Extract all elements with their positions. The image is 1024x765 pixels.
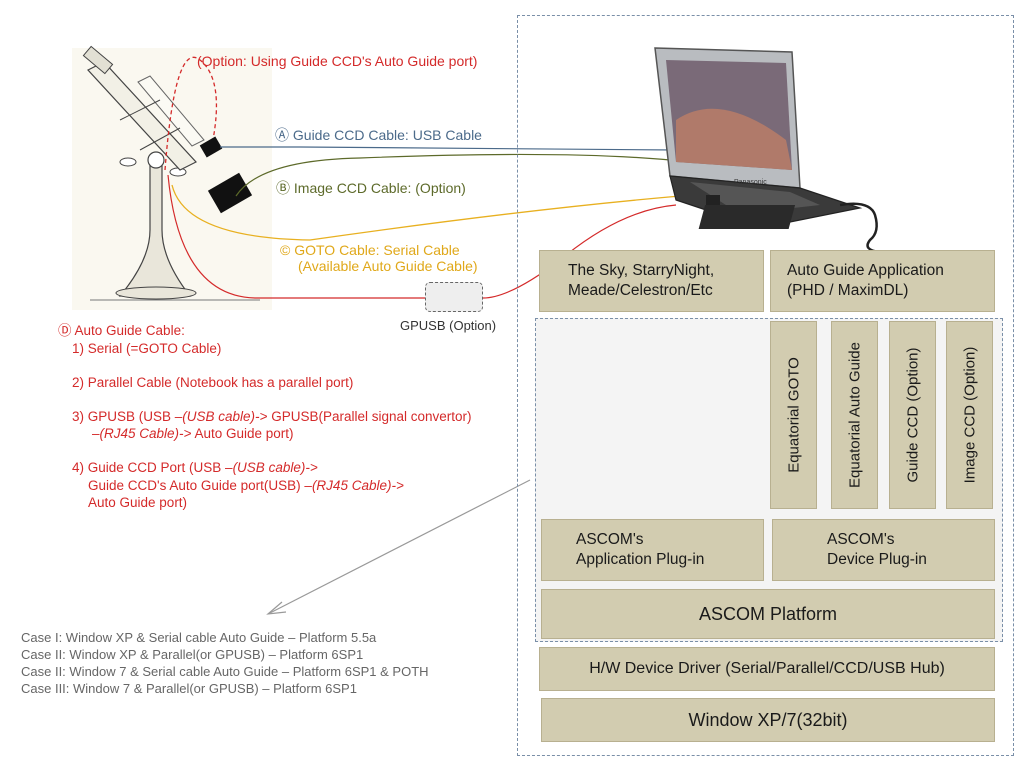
arrow-to-cases [267,479,531,615]
hw-driver-box: H/W Device Driver (Serial/Parallel/CCD/U… [539,647,995,691]
notes-item-3-cont: –(RJ45 Cable)-> Auto Guide port) [92,426,294,441]
cable-b-line [235,153,671,197]
cable-b-label: Ⓑ Image CCD Cable: (Option) [276,180,466,196]
case-line-1: Case I: Window XP & Serial cable Auto Gu… [21,630,377,645]
cable-c-label: © GOTO Cable: Serial Cable [280,242,460,258]
ascom-device-plugin-box: ASCOM's Device Plug-in [772,519,995,581]
autoguide-app-box: Auto Guide Application (PHD / MaximDL) [770,250,995,312]
option-guide-port-label: (Option: Using Guide CCD's Auto Guide po… [197,53,478,69]
planetarium-app-box: The Sky, StarryNight, Meade/Celestron/Et… [539,250,764,312]
option-loop-line [164,56,218,171]
case-line-2: Case II: Window XP & Parallel(or GPUSB) … [21,647,364,662]
notes-item-4-end: Auto Guide port) [88,495,188,510]
arrow-head [266,601,287,615]
driver-guide-ccd-box: Guide CCD (Option) [889,321,936,509]
gpusb-label: GPUSB (Option) [400,318,497,333]
case-line-4: Case III: Window 7 & Parallel(or GPUSB) … [21,681,357,696]
cable-c-line [171,184,681,241]
gpusb-device [425,282,483,312]
notes-title: Ⓓ Auto Guide Cable: [58,323,185,338]
case-line-3: Case II: Window 7 & Serial cable Auto Gu… [21,664,429,679]
ascom-platform-box: ASCOM Platform [541,589,995,639]
guide-ccd-camera [199,136,223,158]
laptop-illustration [654,47,881,254]
notes-item-2: 2) Parallel Cable (Notebook has a parall… [72,375,354,390]
image-ccd-camera [207,172,253,214]
notes-item-4: 4) Guide CCD Port (USB –(USB cable)-> [72,460,318,475]
driver-autoguide-box: Equatorial Auto Guide [831,321,878,509]
notes-item-4-cont: Guide CCD's Auto Guide port(USB) –(RJ45 … [88,478,404,493]
cable-c-sublabel: (Available Auto Guide Cable) [298,258,478,274]
laptop-brand: Panasonic [734,179,767,186]
notes-item-3: 3) GPUSB (USB –(USB cable)-> GPUSB(Paral… [72,409,472,424]
cable-d-line [167,174,425,299]
driver-goto-box: Equatorial GOTO [770,321,817,509]
cable-a-label: Ⓐ Guide CCD Cable: USB Cable [275,127,482,143]
notes-item-1: 1) Serial (=GOTO Cable) [72,341,222,356]
ascom-app-plugin-box: ASCOM's Application Plug-in [541,519,764,581]
driver-image-ccd-box: Image CCD (Option) [946,321,993,509]
os-box: Window XP/7(32bit) [541,698,995,742]
cable-a-line [220,146,676,151]
software-stack-frame [517,15,1014,756]
